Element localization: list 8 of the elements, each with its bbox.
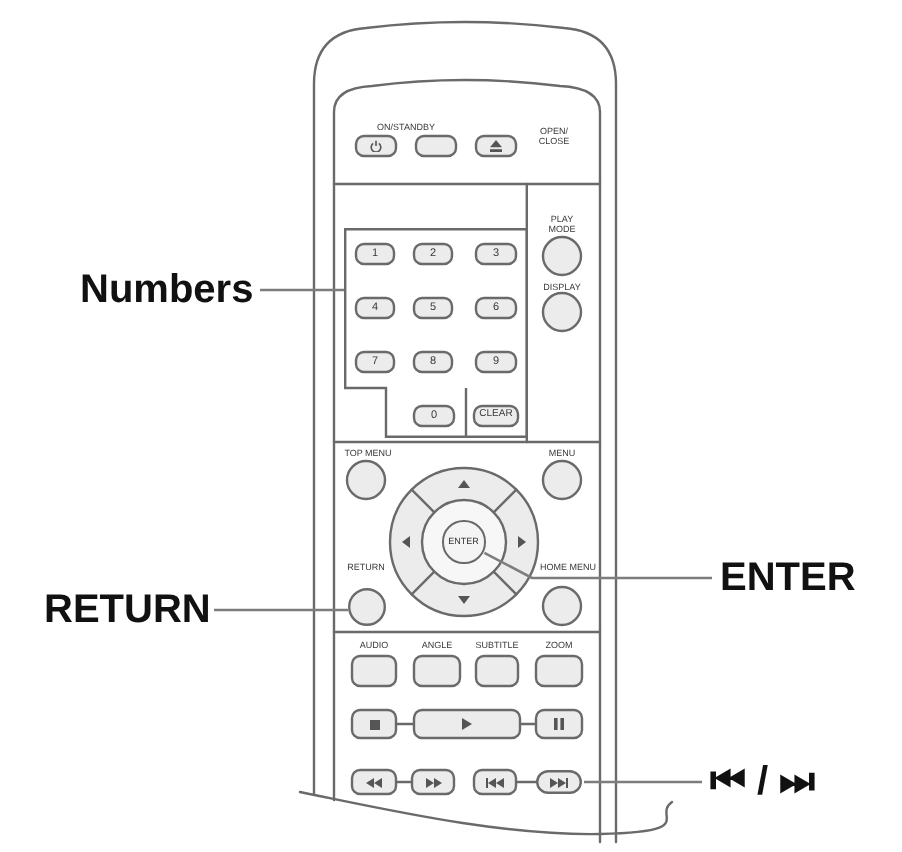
callout-label: Numbers	[80, 270, 254, 310]
callout-label: RETURN	[44, 590, 211, 630]
leader-line	[483, 551, 712, 580]
leader-line	[260, 288, 344, 292]
leader-line	[214, 608, 348, 612]
callout-label: ⏮ / ⏭	[710, 762, 816, 802]
leader-line	[584, 780, 702, 784]
callout-label: ENTER	[720, 558, 856, 598]
